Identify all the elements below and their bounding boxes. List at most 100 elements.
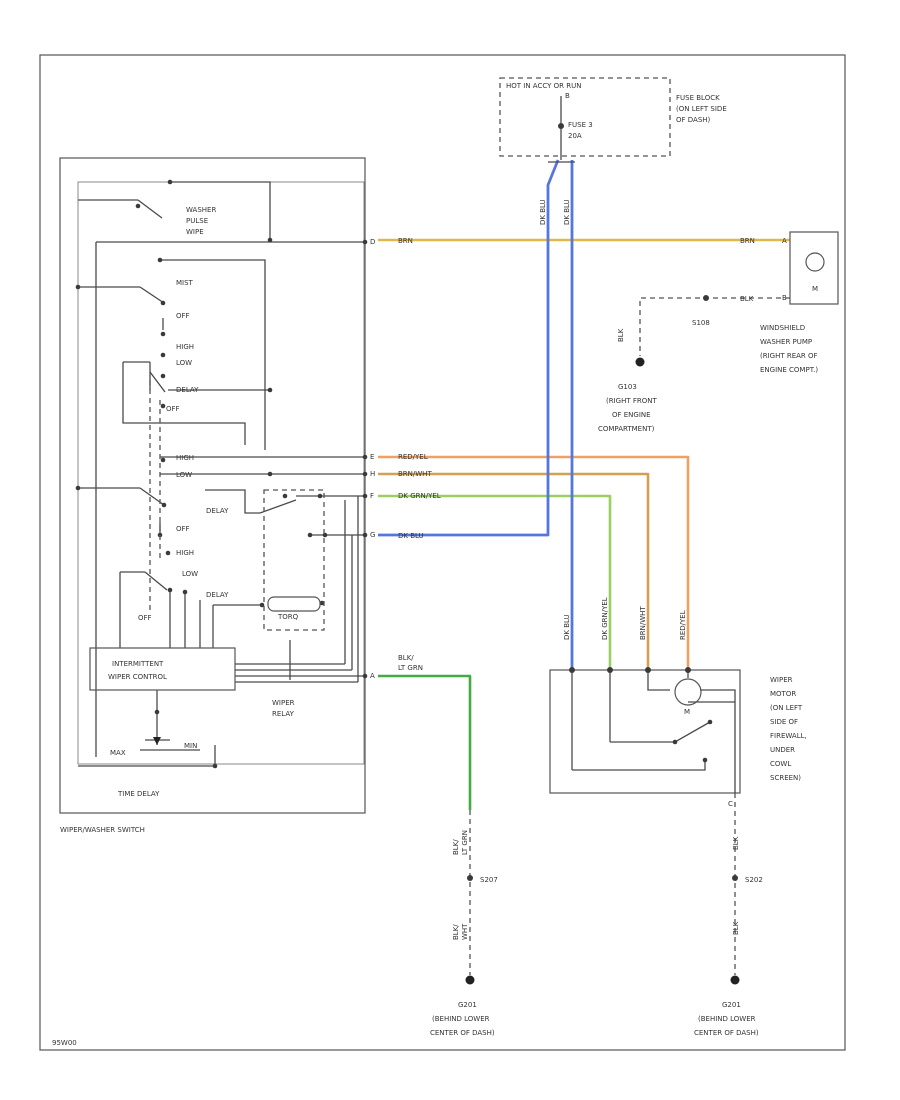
- pump-label-4: ENGINE COMPT.): [760, 366, 818, 374]
- label-low-3: LOW: [182, 570, 198, 578]
- fuse-hot-label: HOT IN ACCY OR RUN: [506, 82, 581, 90]
- wire-label-blk-lt-grn-2: LT GRN: [398, 664, 423, 672]
- motor-label-3: (ON LEFT: [770, 704, 803, 712]
- pump-label-3: (RIGHT REAR OF: [760, 352, 818, 360]
- wire-label-dk-grn-yel: DK GRN/YEL: [398, 492, 441, 500]
- wire-label-fuse-b: DK BLU: [563, 199, 571, 225]
- label-high-1: HIGH: [176, 343, 194, 351]
- pin-f: F: [370, 492, 374, 500]
- diagram-frame: [39, 54, 846, 1051]
- fuse-element: [558, 123, 564, 129]
- ground-g201-3: CENTER OF DASH): [430, 1029, 495, 1037]
- intermittent-label-1: INTERMITTENT: [112, 660, 164, 668]
- relay-coil-label: TORQ: [277, 613, 299, 621]
- wire-label-vert-grn-yel: DK GRN/YEL: [601, 597, 609, 640]
- splice-s202-label: S202: [745, 876, 763, 884]
- ground-g201b-1: G201: [722, 1001, 741, 1009]
- switch-caption: WIPER/WASHER SWITCH: [60, 826, 145, 834]
- wire-label-s202-upper: BLK: [732, 836, 740, 850]
- motor-pin-c: C: [728, 800, 733, 808]
- motor-label-8: SCREEN): [770, 774, 801, 782]
- wire-dk-blu-a: [378, 159, 560, 537]
- ground-g201-symbol: [465, 975, 475, 985]
- wire-label-red-yel: RED/YEL: [398, 453, 428, 461]
- splice-s207: [467, 875, 473, 881]
- wire-brn-wht: [378, 472, 650, 670]
- motor-label-2: MOTOR: [770, 690, 796, 698]
- pump-motor-symbol: [805, 252, 825, 272]
- fuse-block-label-3: OF DASH): [676, 116, 711, 124]
- label-low-1: LOW: [176, 359, 192, 367]
- pin-a: A: [370, 672, 375, 680]
- switch-outline: [59, 157, 366, 814]
- wire-label-s207-upper-1: BLK/: [452, 839, 460, 855]
- wire-label-vert-red-yel: RED/YEL: [679, 610, 687, 640]
- motor-label-4: SIDE OF: [770, 718, 798, 726]
- label-off-2: OFF: [166, 405, 180, 413]
- pin-e: E: [370, 453, 374, 461]
- motor-label-5: FIREWALL,: [770, 732, 807, 740]
- label-washer-pulse-3: WIPE: [186, 228, 204, 236]
- label-off-3: OFF: [176, 525, 190, 533]
- wiper-motor-box: [549, 669, 741, 794]
- label-off-4: OFF: [138, 614, 152, 622]
- label-delay-2: DELAY: [206, 507, 229, 515]
- ground-g201b-2: (BEHIND LOWER: [698, 1015, 756, 1023]
- pin-d: D: [370, 238, 375, 246]
- motor-label-6: UNDER: [770, 746, 795, 754]
- splice-s108: [703, 295, 709, 301]
- ground-g103-symbol: [635, 357, 645, 367]
- ground-g103-1: G103: [618, 383, 637, 391]
- switch-time-delay-label: TIME DELAY: [117, 790, 160, 798]
- label-high-2: HIGH: [176, 454, 194, 462]
- ground-g103-4: COMPARTMENT): [598, 425, 655, 433]
- wire-label-s207-lower-1: BLK/: [452, 924, 460, 940]
- motor-label-7: COWL: [770, 760, 791, 768]
- time-delay-max: MAX: [110, 749, 126, 757]
- fuse-name: FUSE 3: [568, 121, 593, 129]
- pin-g: G: [370, 531, 375, 539]
- fuse-rating: 20A: [568, 132, 582, 140]
- fuse-pin-label: B: [565, 92, 570, 100]
- fuse-block-box: [499, 77, 671, 157]
- label-high-3: HIGH: [176, 549, 194, 557]
- wire-label-fuse-a: DK BLU: [539, 199, 547, 225]
- motor-label-1: WIPER: [770, 676, 793, 684]
- footer-code: 95W00: [52, 1039, 77, 1047]
- wire-label-blk-ground: BLK: [617, 328, 625, 342]
- label-low-2: LOW: [176, 471, 192, 479]
- ground-g201-1: G201: [458, 1001, 477, 1009]
- wire-label-vert-blu: DK BLU: [563, 614, 571, 640]
- pump-label-2: WASHER PUMP: [760, 338, 812, 346]
- wiper-relay-box: [263, 489, 325, 631]
- switch-contacts: [75, 179, 328, 769]
- fuse-block-label-1: FUSE BLOCK: [676, 94, 720, 102]
- switch-internal-wiring: [78, 181, 365, 767]
- label-delay-1: DELAY: [176, 386, 199, 394]
- ground-g201b-symbol: [730, 975, 740, 985]
- time-delay-min: MIN: [184, 742, 197, 750]
- pump-label-1: WINDSHIELD: [760, 324, 805, 332]
- label-off-1: OFF: [176, 312, 190, 320]
- wiper-motor-symbol: [674, 678, 702, 706]
- ground-g201-2: (BEHIND LOWER: [432, 1015, 490, 1023]
- fuse-block-label-2: (ON LEFT SIDE: [676, 105, 727, 113]
- wire-dk-grn-yel: [378, 494, 612, 670]
- ground-g103-2: (RIGHT FRONT: [606, 397, 657, 405]
- wire-label-vert-brn-wht: BRN/WHT: [639, 606, 647, 640]
- wiper-relay-label-2: RELAY: [272, 710, 295, 718]
- wire-red-yel: [378, 455, 690, 670]
- label-delay-res: DELAY: [206, 591, 229, 599]
- wire-label-brn-wht: BRN/WHT: [398, 470, 432, 478]
- relay-coil: [267, 596, 321, 612]
- wire-label-s207-upper-2: LT GRN: [461, 830, 469, 855]
- pump-motor-m: M: [812, 285, 818, 293]
- splice-s202: [732, 875, 738, 881]
- wire-label-blk-pump: BLK: [740, 295, 754, 303]
- splice-s108-label: S108: [692, 319, 710, 327]
- label-washer-pulse-2: PULSE: [186, 217, 208, 225]
- washer-pump-box: [789, 231, 839, 305]
- intermittent-label-2: WIPER CONTROL: [108, 673, 167, 681]
- wiper-relay-label-1: WIPER: [272, 699, 295, 707]
